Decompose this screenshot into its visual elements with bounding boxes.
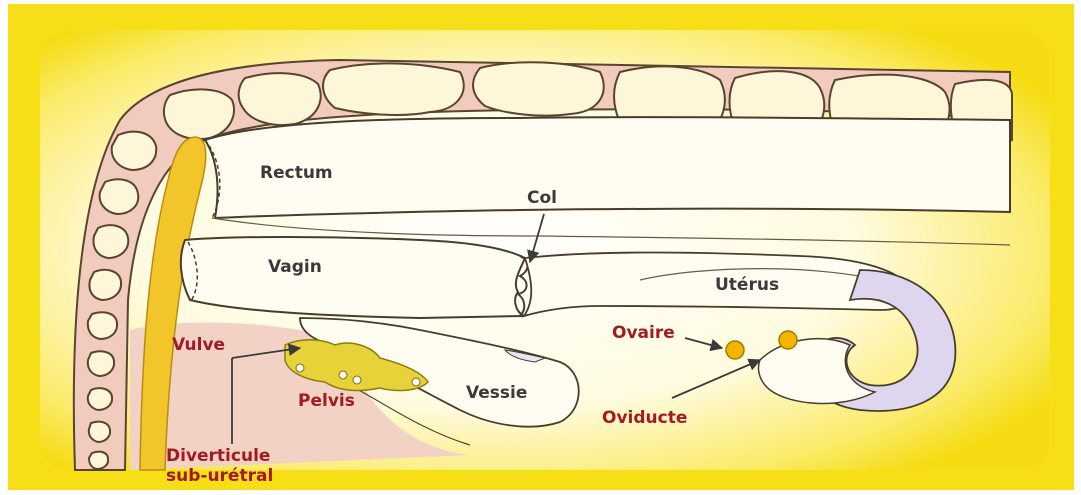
pelvis-foramen bbox=[353, 376, 361, 384]
vertebra bbox=[89, 270, 121, 300]
vertebra bbox=[323, 63, 464, 115]
ovary-right bbox=[779, 331, 797, 349]
label-rectum: Rectum bbox=[260, 163, 333, 183]
vertebra bbox=[88, 351, 114, 376]
pelvis-foramen bbox=[296, 364, 304, 372]
vertebra bbox=[94, 225, 129, 258]
vertebra bbox=[100, 179, 139, 214]
vertebra bbox=[88, 388, 112, 410]
label-vessie: Vessie bbox=[466, 383, 527, 403]
vertebra bbox=[112, 132, 157, 170]
label-vulve: Vulve bbox=[172, 335, 225, 355]
label-oviducte: Oviducte bbox=[602, 408, 687, 428]
vertebra bbox=[89, 422, 110, 442]
vertebra bbox=[164, 89, 234, 139]
ovary-left bbox=[726, 341, 744, 359]
label-vagin: Vagin bbox=[268, 257, 322, 277]
vertebra bbox=[89, 452, 108, 469]
label-uterus: Utérus bbox=[715, 275, 779, 295]
vagina bbox=[181, 237, 525, 318]
label-sub-uretral: sub-urétral bbox=[166, 466, 273, 486]
vertebra bbox=[88, 312, 117, 339]
label-diverticule: Diverticule bbox=[166, 446, 270, 466]
vertebra bbox=[473, 62, 604, 115]
label-pelvis: Pelvis bbox=[298, 391, 355, 411]
pelvis-foramen bbox=[339, 371, 347, 379]
label-col: Col bbox=[527, 188, 557, 208]
pelvis-foramen bbox=[412, 378, 420, 386]
label-ovaire: Ovaire bbox=[612, 323, 675, 343]
vertebra bbox=[239, 73, 321, 125]
